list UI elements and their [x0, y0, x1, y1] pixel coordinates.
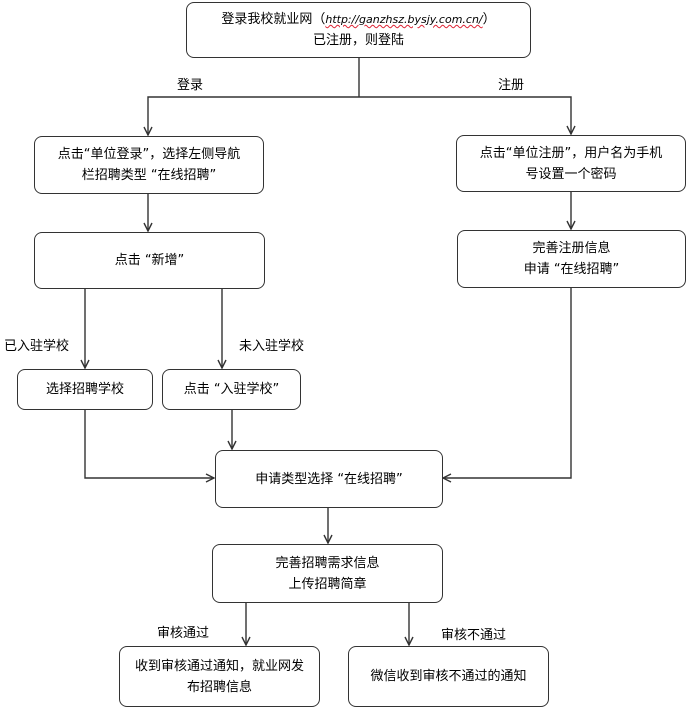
start-node-line1: 登录我校就业网（http://ganzhsz.bysjy.com.cn/）	[221, 12, 496, 27]
edge-to-register	[359, 96, 571, 134]
site-url: http://ganzhsz.bysjy.com.cn/	[325, 13, 483, 26]
apply-type-node: 申请类型选择 “在线招聘”	[215, 450, 443, 508]
rejected-result-node: 微信收到审核不通过的通知	[348, 646, 549, 707]
edge-label-not-joined: 未入驻学校	[239, 339, 305, 354]
enter-school-node: 点击 “入驻学校”	[162, 369, 301, 410]
edge-label-rejected: 审核不通过	[441, 628, 507, 643]
register-step-node: 点击“单位注册”，用户名为手机 号设置一个密码	[456, 135, 686, 192]
edge-label-login: 登录	[177, 78, 204, 93]
edge-choose-to-apply	[84, 410, 214, 478]
edge-to-login	[148, 96, 359, 135]
start-node-line2: 已注册，则登陆	[312, 33, 404, 48]
login-step-node: 点击“单位登录”，选择左侧导航 栏招聘类型 “在线招聘”	[34, 136, 264, 194]
complete-registration-node: 完善注册信息 申请 “在线招聘”	[457, 230, 686, 288]
edge-label-joined: 已入驻学校	[4, 339, 70, 354]
complete-requirements-node: 完善招聘需求信息 上传招聘简章	[212, 544, 443, 603]
choose-school-node: 选择招聘学校	[17, 369, 153, 410]
edge-complete-to-apply	[443, 288, 572, 478]
edge-label-register: 注册	[498, 78, 525, 93]
approved-result-node: 收到审核通过通知，就业网发 布招聘信息	[119, 646, 320, 707]
edge-label-approved: 审核通过	[157, 626, 210, 641]
start-node: 登录我校就业网（http://ganzhsz.bysjy.com.cn/） 已注…	[186, 2, 531, 58]
add-new-node: 点击 “新增”	[34, 232, 265, 289]
